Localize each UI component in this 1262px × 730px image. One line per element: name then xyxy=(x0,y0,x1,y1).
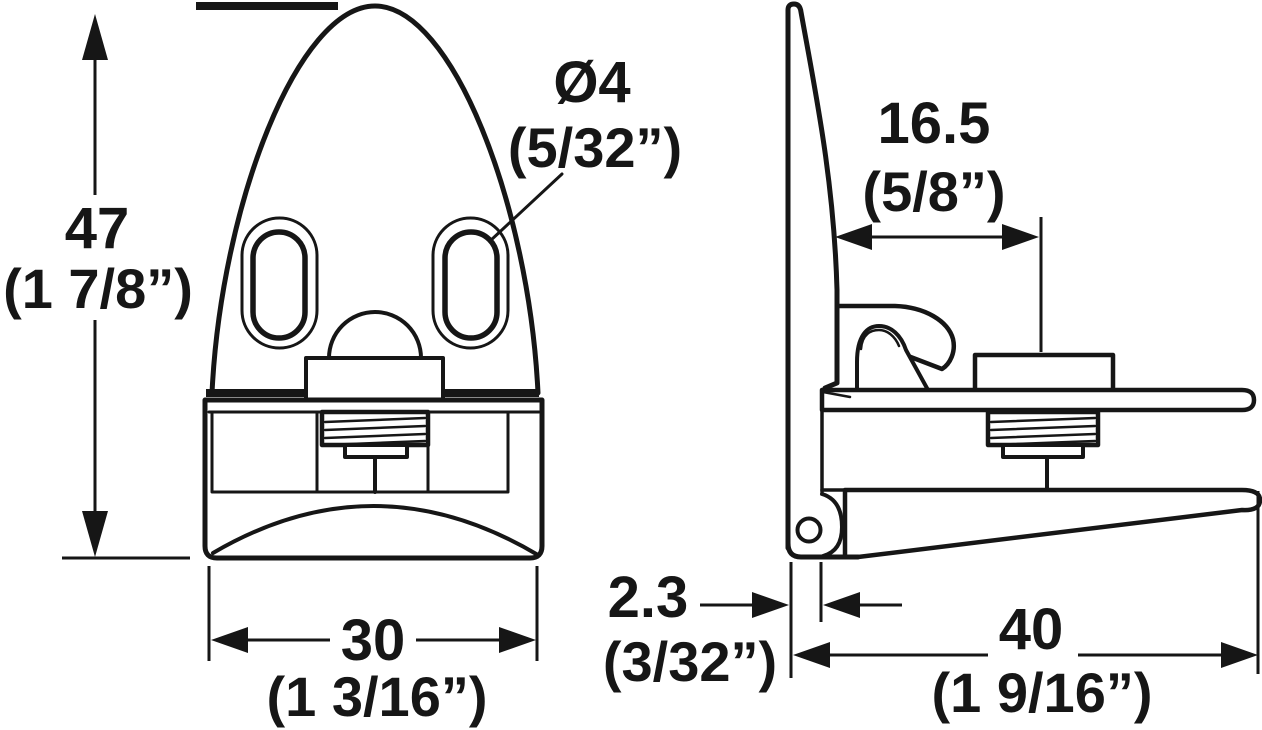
spring-hook-arch xyxy=(855,324,930,392)
side-view xyxy=(785,1,1262,560)
pivot-boss xyxy=(820,492,844,558)
top-plate-chamfer xyxy=(821,390,852,399)
arrow-right-icon xyxy=(1002,224,1039,250)
bottom-lever-wedge xyxy=(842,487,1262,560)
fin-blade xyxy=(785,1,840,551)
gap-mm-label: 2.3 xyxy=(608,565,689,630)
screw-step-side xyxy=(1001,443,1085,459)
arrow-left-icon xyxy=(211,627,248,653)
width-inch-label: (1 3/16”) xyxy=(267,665,488,728)
hole-dia-mm-label: Ø4 xyxy=(553,50,630,115)
arrow-left-icon xyxy=(835,224,872,250)
dim-width xyxy=(207,566,539,661)
dimension-labels: 47 (1 7/8”) 30 (1 3/16”) Ø4 (5/32”) 16.5… xyxy=(3,50,1152,728)
arrow-right-icon xyxy=(1221,642,1258,668)
dim-gap xyxy=(700,562,902,678)
right-compartment xyxy=(426,410,510,494)
arrow-down-icon xyxy=(82,511,108,557)
clamp-pad-block xyxy=(972,352,1116,394)
hole-leader-line xyxy=(488,172,564,243)
pivot-pin xyxy=(795,516,823,544)
height-inch-label: (1 7/8”) xyxy=(3,257,193,320)
arrow-right-icon xyxy=(752,592,789,618)
arrow-right-icon xyxy=(499,627,536,653)
right-slot-inner xyxy=(442,229,500,341)
arrow-left-icon xyxy=(823,592,860,618)
dim-height xyxy=(62,2,338,560)
top-depth-mm-label: 16.5 xyxy=(878,91,991,156)
dim-top-depth xyxy=(835,217,1043,352)
top-plate xyxy=(819,387,1257,413)
arrow-left-icon xyxy=(793,642,830,668)
front-view xyxy=(202,3,564,561)
top-depth-inch-label: (5/8”) xyxy=(862,160,1005,223)
dimensions xyxy=(62,2,1260,678)
left-shoulder-edge xyxy=(206,389,306,397)
dim-overall-depth xyxy=(793,491,1260,674)
overall-depth-mm-label: 40 xyxy=(999,597,1064,662)
dim-height-top-extension xyxy=(196,2,338,10)
arrow-up-icon xyxy=(82,14,108,60)
right-shoulder-edge xyxy=(443,389,539,397)
left-slot-inner xyxy=(250,229,308,341)
collar-block xyxy=(304,356,445,402)
bottom-spring-arc xyxy=(211,504,540,557)
left-compartment xyxy=(210,410,319,494)
hole-dia-inch-label: (5/32”) xyxy=(508,116,682,179)
gap-inch-label: (3/32”) xyxy=(603,630,777,693)
height-mm-label: 47 xyxy=(65,196,130,261)
screw-step-front xyxy=(343,443,409,459)
spring-hook-lip xyxy=(859,328,901,351)
width-mm-label: 30 xyxy=(341,608,406,673)
overall-depth-inch-label: (1 9/16”) xyxy=(932,661,1153,724)
boss-semicircle xyxy=(327,310,423,360)
